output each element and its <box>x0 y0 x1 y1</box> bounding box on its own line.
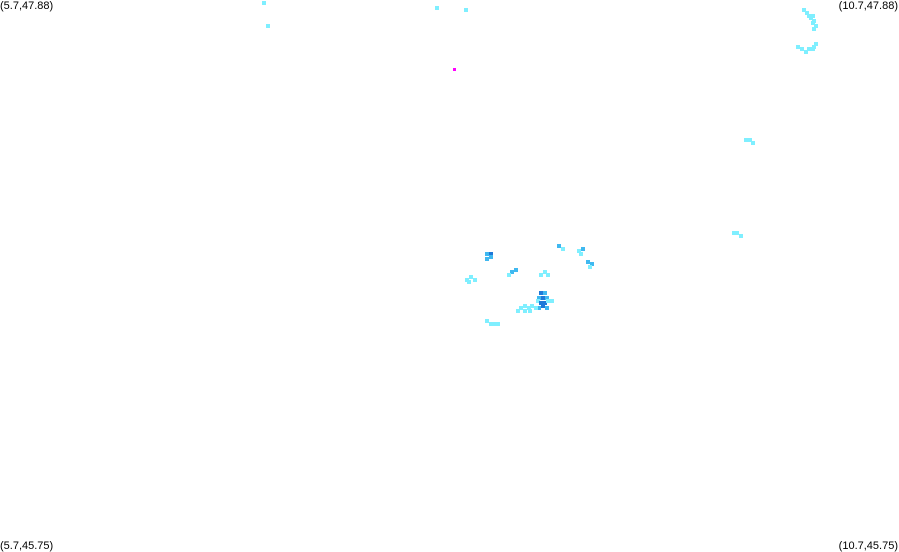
intensity-cell-dark <box>543 301 547 305</box>
location-marker <box>453 68 456 71</box>
intensity-cell-light <box>811 21 815 25</box>
intensity-cell-light <box>577 249 581 253</box>
intensity-cell-light <box>543 270 547 274</box>
intensity-cell-light <box>588 265 592 269</box>
intensity-cell-light <box>523 304 527 308</box>
intensity-cell-light <box>496 322 500 326</box>
intensity-cell-light <box>546 273 550 277</box>
intensity-cell-light <box>485 319 489 323</box>
corner-label-bottom-right: (10.7,45.75) <box>838 540 898 552</box>
intensity-cell-medium <box>545 306 549 310</box>
intensity-cell-light <box>507 273 511 277</box>
intensity-cell-light <box>519 306 523 310</box>
intensity-cell-dark <box>539 301 543 305</box>
intensity-cell-light <box>266 24 270 28</box>
intensity-cell-light <box>805 11 809 15</box>
intensity-cell-medium <box>485 257 489 261</box>
intensity-cell-dark <box>541 304 545 308</box>
intensity-cell-medium <box>537 296 541 300</box>
intensity-cell-light <box>539 273 543 277</box>
intensity-cell-light <box>748 138 752 142</box>
intensity-cell-light <box>516 309 520 313</box>
intensity-cell-light <box>534 306 538 310</box>
intensity-cell-light <box>811 47 815 51</box>
intensity-cell-medium <box>510 270 514 274</box>
corner-label-bottom-left: (5.7,45.75) <box>0 540 54 552</box>
intensity-cell-light <box>802 8 806 12</box>
intensity-cell-light <box>467 280 471 284</box>
intensity-cell-light <box>807 47 811 51</box>
intensity-cell-dark <box>539 291 543 295</box>
intensity-cell-medium <box>590 262 594 266</box>
intensity-cell-light <box>528 309 532 313</box>
intensity-cell-light <box>546 299 550 303</box>
intensity-cell-light <box>536 299 540 303</box>
corner-label-top-left: (5.7,47.88) <box>0 0 54 12</box>
intensity-cell-light <box>435 6 439 10</box>
intensity-cell-light <box>751 141 755 145</box>
intensity-cell-light <box>811 14 815 18</box>
intensity-cell-light <box>262 1 266 5</box>
intensity-cell-light <box>550 299 554 303</box>
intensity-cell-light <box>464 8 468 12</box>
intensity-cell-medium <box>557 244 561 248</box>
intensity-cell-medium <box>489 255 493 259</box>
intensity-cell-light <box>812 27 816 31</box>
intensity-cell-light <box>732 231 736 235</box>
intensity-cell-light <box>744 138 748 142</box>
intensity-cell-light <box>796 45 800 49</box>
intensity-cell-dark <box>489 252 493 256</box>
intensity-cell-light <box>735 231 739 235</box>
intensity-cell-light <box>489 322 493 326</box>
intensity-cell-light <box>739 234 743 238</box>
intensity-cell-light <box>492 322 496 326</box>
intensity-cell-light <box>523 309 527 313</box>
intensity-cell-medium <box>545 296 549 300</box>
intensity-cell-light <box>469 275 473 279</box>
intensity-cell-dark <box>541 296 545 300</box>
intensity-cell-medium <box>586 260 590 264</box>
intensity-cell-light <box>527 306 531 310</box>
intensity-cell-medium <box>485 252 489 256</box>
intensity-cell-light <box>561 247 565 251</box>
intensity-cell-light <box>804 50 808 54</box>
intensity-cell-light <box>814 24 818 28</box>
intensity-cell-light <box>814 42 818 46</box>
intensity-cell-light <box>579 252 583 256</box>
intensity-cell-medium <box>543 291 547 295</box>
intensity-cell-medium <box>581 247 585 251</box>
intensity-cell-light <box>800 47 804 51</box>
intensity-cell-light <box>473 278 477 282</box>
intensity-cell-medium <box>537 306 541 310</box>
intensity-cell-medium <box>514 268 518 272</box>
intensity-cell-light <box>530 304 534 308</box>
corner-label-top-right: (10.7,47.88) <box>838 0 898 12</box>
